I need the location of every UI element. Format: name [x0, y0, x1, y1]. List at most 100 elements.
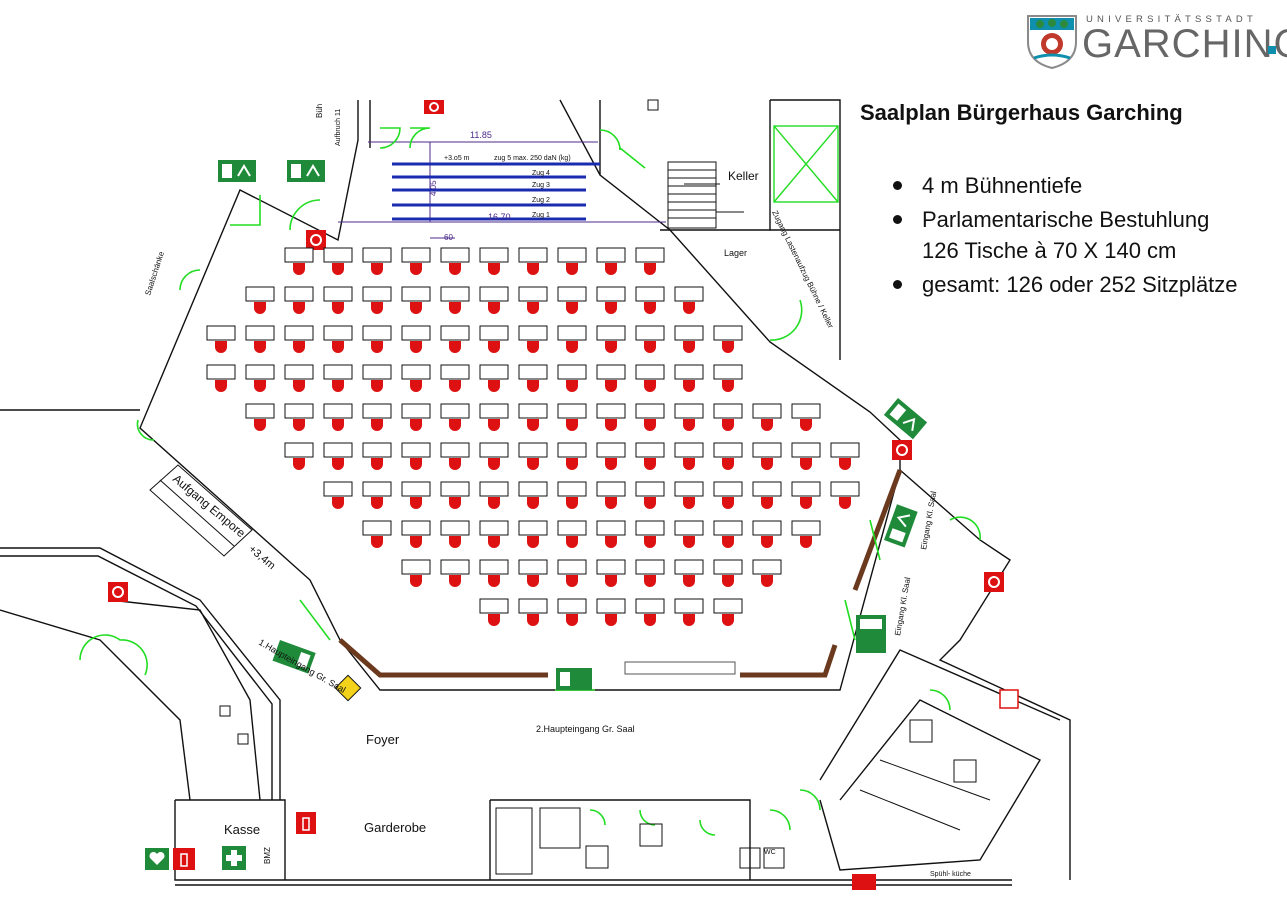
table: [518, 559, 548, 575]
chair: [605, 263, 617, 275]
stage-offset: 60: [444, 233, 453, 242]
table: [362, 520, 392, 536]
table: [440, 520, 470, 536]
table: [752, 442, 782, 458]
table: [713, 559, 743, 575]
table: [362, 364, 392, 380]
chair: [605, 458, 617, 470]
label-lager: Lager: [724, 248, 747, 258]
table: [635, 364, 665, 380]
chair: [254, 419, 266, 431]
exit-sign-icon: [883, 398, 928, 440]
chair: [254, 380, 266, 392]
chair: [371, 341, 383, 353]
table: [362, 286, 392, 302]
chair: [488, 614, 500, 626]
chair: [566, 263, 578, 275]
chair: [527, 497, 539, 509]
logo-big-text: GARCHING: [1082, 22, 1287, 66]
table: [479, 598, 509, 614]
chair: [332, 341, 344, 353]
table: [713, 520, 743, 536]
table: [635, 247, 665, 263]
table: [713, 403, 743, 419]
table: [206, 364, 236, 380]
chair: [566, 458, 578, 470]
table: [401, 481, 431, 497]
chair: [371, 458, 383, 470]
label-saalschaenke: Saalschänke: [143, 250, 166, 297]
table: [596, 598, 626, 614]
table: [791, 403, 821, 419]
chair: [683, 536, 695, 548]
label-wc: WC: [764, 849, 776, 856]
chair: [449, 302, 461, 314]
table: [635, 325, 665, 341]
table: [752, 520, 782, 536]
chair: [800, 458, 812, 470]
chair: [293, 302, 305, 314]
label-lift-line: Zugang Lastenaufzug Bühne / Keller: [770, 209, 835, 330]
chair: [254, 302, 266, 314]
table: [323, 364, 353, 380]
table: [323, 442, 353, 458]
chair: [410, 341, 422, 353]
zug4-label: Zug 4: [532, 170, 550, 177]
zug3-label: Zug 3: [532, 182, 550, 189]
chair: [293, 380, 305, 392]
chair: [488, 419, 500, 431]
table: [401, 325, 431, 341]
bullet-line: Parlamentarische Bestuhlung: [922, 207, 1210, 232]
table: [557, 325, 587, 341]
chair: [527, 263, 539, 275]
table: [401, 442, 431, 458]
table: [284, 364, 314, 380]
exit-sign-icon: [272, 640, 316, 674]
chair: [371, 380, 383, 392]
chair: [761, 536, 773, 548]
table: [245, 364, 275, 380]
stage-depth: 4.05: [429, 180, 438, 196]
table: [518, 286, 548, 302]
label-lift: Zugang Lastenaufzug Bühne / Keller: [770, 209, 835, 330]
table: [245, 286, 275, 302]
chair: [644, 458, 656, 470]
chair: [566, 497, 578, 509]
chair: [332, 497, 344, 509]
table: [596, 403, 626, 419]
table: [479, 247, 509, 263]
fire-extinguisher-icon: [173, 848, 195, 870]
table: [557, 481, 587, 497]
chair: [449, 458, 461, 470]
chair: [371, 497, 383, 509]
hatched-strip: [624, 661, 736, 675]
table: [245, 403, 275, 419]
chair: [683, 575, 695, 587]
table: [674, 286, 704, 302]
chair: [449, 263, 461, 275]
chair: [605, 341, 617, 353]
chair: [410, 497, 422, 509]
table: [518, 598, 548, 614]
chair: [683, 419, 695, 431]
chair: [800, 419, 812, 431]
table: [557, 598, 587, 614]
chair: [527, 614, 539, 626]
chair: [644, 614, 656, 626]
table: [830, 442, 860, 458]
table: [713, 598, 743, 614]
garching-crest-icon: [1027, 15, 1077, 70]
table: [401, 559, 431, 575]
fire-alarm-icon: [984, 572, 1004, 592]
logo-small-text: UNIVERSITÄTSSTADT: [1086, 14, 1257, 25]
table: [479, 442, 509, 458]
chair: [410, 536, 422, 548]
table: [791, 520, 821, 536]
chair: [800, 536, 812, 548]
stairs-keller: [667, 161, 744, 229]
table: [635, 598, 665, 614]
table: [323, 247, 353, 263]
table: [596, 559, 626, 575]
table: [479, 481, 509, 497]
